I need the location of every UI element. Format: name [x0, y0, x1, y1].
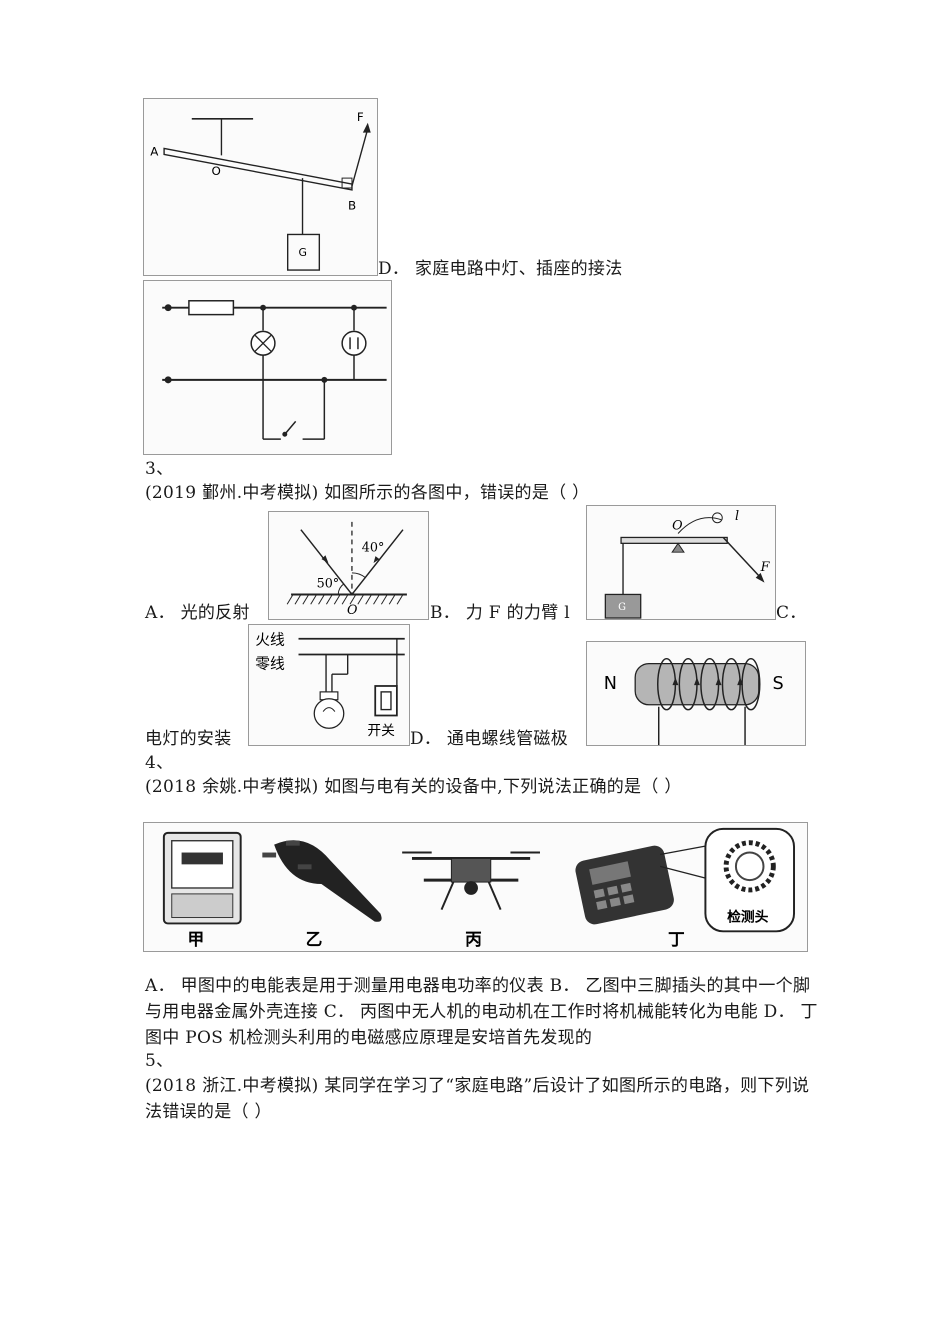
angle-50: 50° — [317, 577, 340, 592]
q4-options: A． 甲图中的电能表是用于测量用电器电功率的仪表 B． 乙图中三脚插头的其中一个… — [145, 976, 818, 1048]
label-o: O — [347, 603, 358, 618]
label-bing: 丙 — [465, 929, 482, 949]
lever-figure: A O B F G — [143, 98, 378, 276]
pole-s: S — [773, 674, 784, 694]
q5-number: 5、 — [145, 1051, 174, 1071]
label-o: O — [212, 164, 221, 178]
devices-figure: 检测头 甲 乙 丙 丁 — [143, 822, 808, 952]
label-o: O — [672, 519, 683, 534]
q3-option-b: B． 力 F 的力臂 l — [430, 603, 570, 623]
q4-number: 4、 — [145, 753, 174, 773]
neutral-wire-label: 零线 — [255, 655, 285, 672]
switch-label: 开关 — [367, 723, 395, 739]
force-arm-figure: O l F G — [586, 505, 776, 620]
label-jia: 甲 — [188, 929, 205, 949]
q5-stem: (2018 浙江.中考模拟) 某同学在学习了“家庭电路”后设计了如图所示的电路，… — [145, 1076, 810, 1122]
label-f: F — [760, 560, 771, 575]
live-wire-label: 火线 — [255, 632, 285, 649]
pole-n: N — [604, 674, 617, 694]
label-a: A — [150, 144, 159, 158]
q3-option-a: A． 光的反射 — [145, 603, 250, 623]
label-g: G — [299, 246, 307, 259]
q4-stem: (2018 余姚.中考模拟) 如图与电有关的设备中,下列说法正确的是（ ） — [145, 777, 682, 797]
label-f: F — [357, 110, 364, 124]
light-reflection-figure: 40° 50° O — [268, 511, 429, 620]
household-circuit-figure — [143, 280, 392, 455]
q3-number: 3、 — [145, 459, 174, 479]
q3-option-c-head: C． — [776, 603, 807, 623]
q3-option-c-tail: 电灯的安装 — [145, 729, 232, 749]
q3-option-d: D． 通电螺线管磁极 — [410, 729, 569, 749]
label-l: l — [735, 509, 739, 524]
lamp-wiring-figure: 火线 零线 开关 — [248, 624, 410, 746]
label-yi: 乙 — [306, 929, 323, 949]
solenoid-figure: N S — [586, 641, 806, 746]
probe-label: 检测头 — [727, 908, 769, 925]
label-ding: 丁 — [668, 929, 685, 949]
q3-stem: (2019 鄞州.中考模拟) 如图所示的各图中，错误的是（ ） — [145, 483, 590, 503]
angle-40: 40° — [362, 540, 385, 555]
label-g: G — [618, 602, 626, 613]
option-d-household: D． 家庭电路中灯、插座的接法 — [378, 259, 623, 279]
label-b: B — [348, 199, 356, 213]
